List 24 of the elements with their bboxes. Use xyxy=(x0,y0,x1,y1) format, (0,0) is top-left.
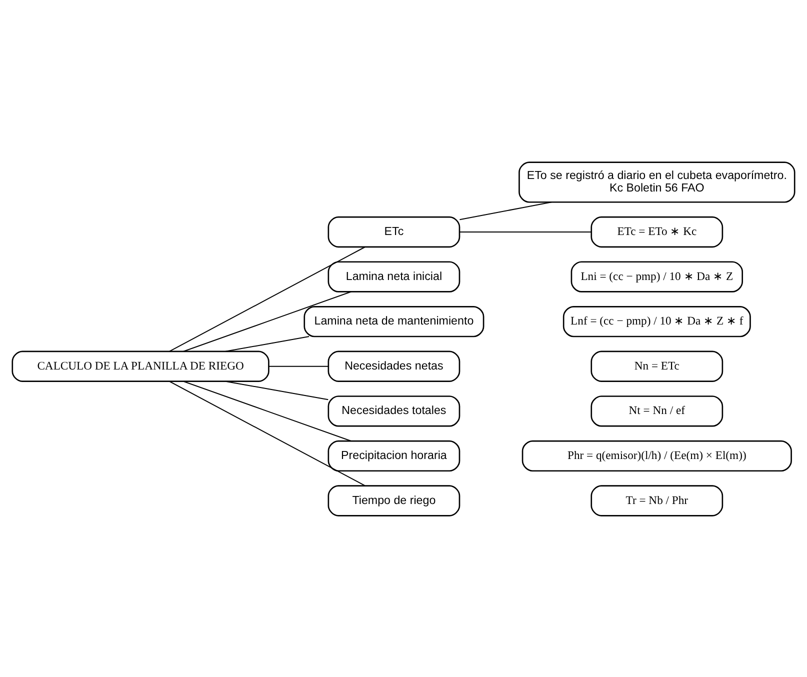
node-box: Lamina neta de mantenimiento xyxy=(304,305,484,337)
connector xyxy=(268,365,329,366)
node-box: ETc xyxy=(328,216,460,248)
connector xyxy=(459,201,552,220)
node-box: Lni = (cc − pmp) / 10 ∗ Da ∗ Z xyxy=(570,260,744,292)
node-box: Precipitacion horaria xyxy=(328,440,460,472)
node-box: Lamina neta inicial xyxy=(328,260,460,292)
node-box: Tiempo de riego xyxy=(328,484,460,516)
connector xyxy=(169,246,366,352)
connector xyxy=(225,380,329,400)
node-box: Nn = ETc xyxy=(590,350,724,382)
node-box: CALCULO DE LA PLANILLA DE RIEGO xyxy=(12,350,270,382)
connector xyxy=(225,336,310,352)
node-box: Lnf = (cc − pmp) / 10 ∗ Da ∗ Z ∗ f xyxy=(562,305,751,337)
node-box: Phr = q(emisor)(l/h) / (Ee(m) × El(m)) xyxy=(522,440,792,472)
node-box: Necesidades totales xyxy=(328,395,460,426)
connector xyxy=(169,380,366,486)
node-box: ETc = ETo ∗ Kc xyxy=(590,216,724,248)
node-box: ETo se registró a diario en el cubeta evaporímetro. Kc Boletin 56 FAO xyxy=(518,161,796,202)
connector xyxy=(183,290,352,352)
node-box: Tr = Nb / Phr xyxy=(590,484,724,516)
node-box: Nt = Nn / ef xyxy=(590,395,724,426)
node-box: Necesidades netas xyxy=(328,350,460,382)
connector xyxy=(459,231,592,232)
